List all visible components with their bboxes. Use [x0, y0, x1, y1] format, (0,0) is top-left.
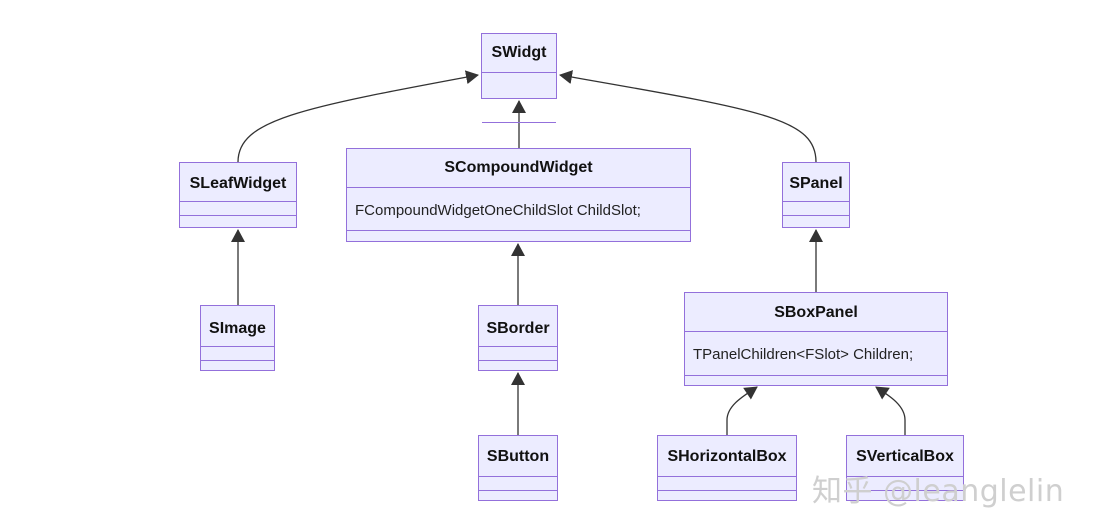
watermark-text: 知乎 @leanglelin: [812, 474, 1065, 509]
compartment-divider: [201, 346, 274, 347]
compartment-divider: [482, 122, 556, 123]
class-box-shorizontalbox: SHorizontalBox: [657, 435, 797, 501]
compartment-divider: [658, 490, 796, 491]
compartment-divider: [482, 72, 556, 73]
compartment-divider: [347, 187, 690, 188]
class-box-spanel: SPanel: [782, 162, 850, 228]
compartment-divider: [685, 375, 947, 376]
class-name: SLeafWidget: [189, 175, 287, 192]
class-name: SVerticalBox: [856, 448, 954, 465]
compartment-divider: [783, 201, 849, 202]
class-box-simage: SImage: [200, 305, 275, 371]
inheritance-edge-sleafwidget-swidgt: [237, 70, 479, 163]
class-name: SBoxPanel: [774, 304, 858, 321]
inheritance-edge-sverticalbox-sboxpanel: [875, 386, 906, 435]
class-name: SHorizontalBox: [667, 448, 787, 465]
compartment-divider: [658, 476, 796, 477]
class-box-sleafwidget: SLeafWidget: [179, 162, 297, 228]
inheritance-edge-shorizontalbox-sboxpanel: [726, 386, 758, 435]
compartment-divider: [180, 215, 296, 216]
class-box-swidgt: SWidgt: [481, 33, 557, 123]
compartment-divider: [783, 215, 849, 216]
class-box-sborder: SBorder: [478, 305, 558, 371]
class-name: SWidgt: [491, 44, 547, 61]
compartment-divider: [479, 360, 557, 361]
class-box-sverticalbox: SVerticalBox: [846, 435, 964, 501]
class-attribute: TPanelChildren<FSlot> Children;: [693, 346, 914, 363]
compartment-divider: [201, 360, 274, 361]
compartment-divider: [479, 476, 557, 477]
class-name: SButton: [486, 448, 550, 465]
compartment-divider: [347, 230, 690, 231]
class-name: SCompoundWidget: [444, 159, 593, 176]
class-box-sbutton: SButton: [478, 435, 558, 501]
compartment-divider: [847, 476, 963, 477]
compartment-divider: [479, 490, 557, 491]
class-name: SImage: [209, 320, 266, 337]
class-name: SPanel: [789, 175, 843, 192]
class-attribute: FCompoundWidgetOneChildSlot ChildSlot;: [355, 202, 641, 219]
compartment-divider: [479, 346, 557, 347]
compartment-divider: [180, 201, 296, 202]
inheritance-edge-spanel-swidgt: [559, 70, 817, 163]
compartment-divider: [847, 490, 963, 491]
compartment-divider: [685, 331, 947, 332]
class-name: SBorder: [486, 320, 550, 337]
